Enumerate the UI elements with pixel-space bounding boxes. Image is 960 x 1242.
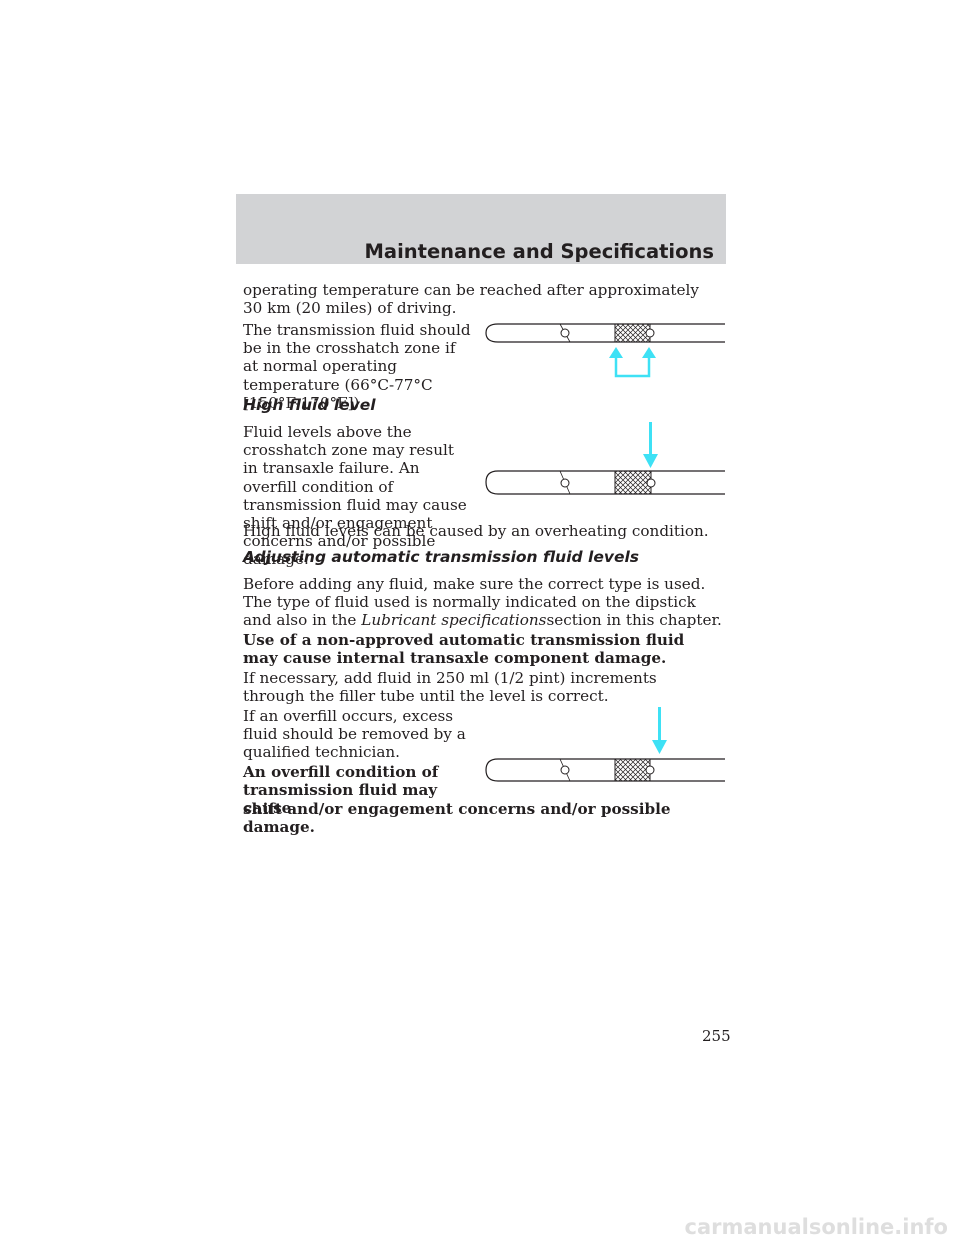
level-bracket-arrow [609,347,656,378]
warning-non-approved-fluid: Use of a non-approved automatic transmis… [243,631,685,668]
dipstick-normal-level-diagram [485,323,725,378]
header-band: Maintenance and Specifications [236,194,726,264]
down-arrow-icon [652,707,667,754]
footer-watermark[interactable]: carmanualsonline.info [684,1215,948,1239]
dipstick-overfill-diagram [485,707,725,782]
paragraph-overfill-occurs: If an overfill occurs, excess fluid shou… [243,707,466,762]
down-arrow-icon [643,422,658,468]
dipstick-high-level-diagram [485,422,725,495]
paragraph-before-adding-fluid-main: Before adding any fluid, make sure the c… [243,575,706,630]
page-title: Maintenance and Specifications [364,240,715,263]
subheading-high-fluid-level: High fluid level [243,396,376,414]
subheading-adjusting-fluid-levels: Adjusting automatic transmission fluid l… [243,548,640,566]
warning-overfill-condition-continued: shift and/or engagement concerns and/or … [243,800,671,837]
warning-overfill-condition: An overfill condition of transmission fl… [243,763,439,818]
paragraph-overheating: High fluid levels can be caused by an ov… [243,522,709,540]
paragraph-operating-temperature: operating temperature can be reached aft… [243,281,699,318]
paragraph-add-fluid-increments: If necessary, add fluid in 250 ml (1/2 p… [243,669,657,706]
paragraph-overfill-failure: Fluid levels above the crosshatch zone m… [243,423,467,569]
lubricant-specifications-reference: Lubricant specifications [361,611,547,630]
paragraph-crosshatch-zone: The transmission fluid should be in the … [243,321,471,412]
page-number: 255 [702,1027,731,1045]
paragraph-before-adding-fluid: Before adding any fluid, make sure the c… [243,575,723,630]
paragraph-before-adding-fluid-tail: section in this chapter. [546,611,722,630]
